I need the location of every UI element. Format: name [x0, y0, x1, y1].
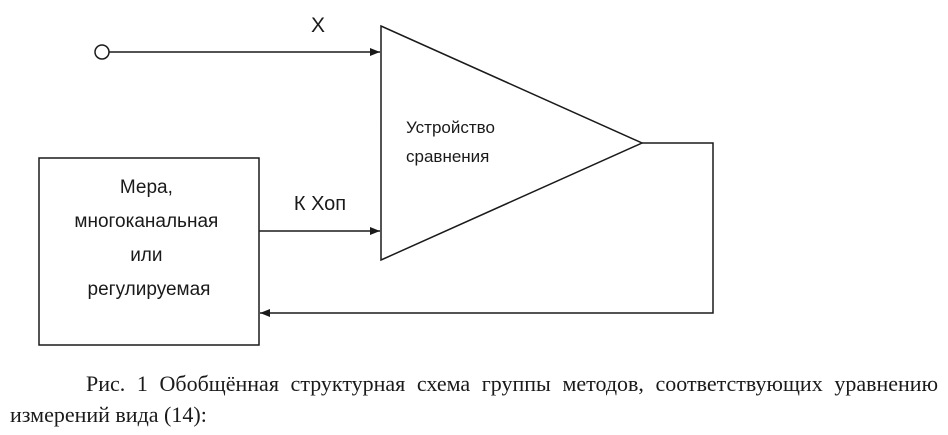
comparator-triangle — [380, 24, 644, 262]
measure-block-label: Мера, многоканальная или регулируемая — [74, 177, 223, 300]
measure-block-label-line-1: Мера, — [120, 177, 173, 198]
input-terminal — [94, 44, 110, 60]
measure-block-label-line-2: многоканальная — [74, 211, 218, 232]
reference-signal-label: К Хоп — [294, 193, 346, 215]
figure-caption-text: Рис. 1 Обобщённая структурная схема груп… — [10, 371, 938, 427]
comparator-label-line-1: Устройство — [406, 118, 495, 137]
measure-block-label-line-4: регулируемая — [88, 279, 211, 300]
input-signal-label: X — [311, 14, 325, 37]
comparator-label-line-2: сравнения — [406, 147, 489, 166]
figure-caption: Рис. 1 Обобщённая структурная схема груп… — [10, 368, 938, 430]
comparator-label: Устройство сравнения — [406, 118, 500, 166]
measure-block — [38, 157, 260, 346]
measure-block-label-line-3: или — [130, 245, 162, 266]
feedback-loop-arrow — [260, 142, 714, 317]
structural-diagram: X Устройство сравнения Мера, многоканаль… — [38, 14, 714, 346]
